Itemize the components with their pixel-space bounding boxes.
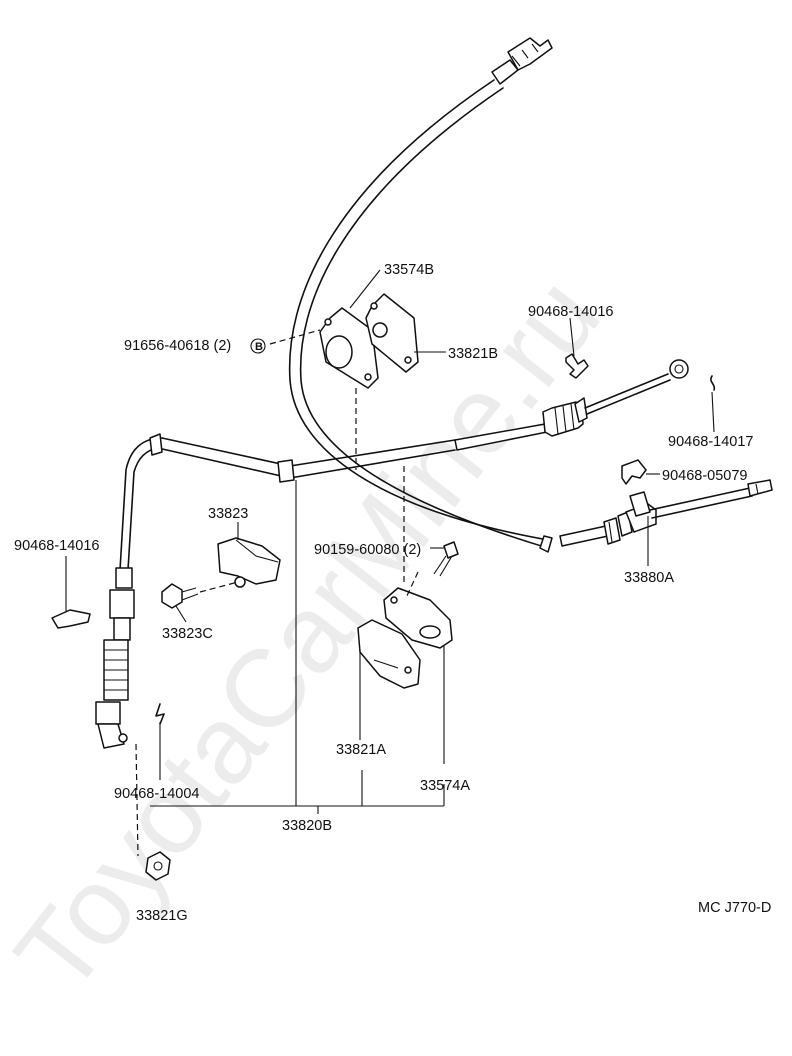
label-33821B: 33821B: [448, 346, 498, 362]
bracket-33821A: [357, 619, 421, 689]
label-90159-60080: 90159-60080 (2): [314, 542, 421, 558]
watermark: ToyotaCarMine.ru: [0, 255, 623, 1015]
label-33821G: 33821G: [136, 908, 188, 924]
figure-code: MC J770-D: [698, 900, 771, 916]
dashed-leaders: [135, 329, 419, 857]
circle-b-ring: [250, 338, 266, 354]
label-33880A: 33880A: [624, 570, 674, 586]
pin-90468-14017: [710, 375, 716, 391]
label-90468-14016-right: 90468-14016: [528, 304, 613, 320]
label-90468-14016-left: 90468-14016: [14, 538, 99, 554]
label-90468-14004: 90468-14004: [114, 786, 199, 802]
label-33574B: 33574B: [384, 262, 434, 278]
label-33821A: 33821A: [336, 742, 386, 758]
label-33574A: 33574A: [420, 778, 470, 794]
cable-33820B: [51, 433, 456, 749]
bracket-33574B: [319, 307, 379, 389]
label-33823C: 33823C: [162, 626, 213, 642]
circle-b-mark: B: [255, 341, 263, 353]
pin-90468-14004: [155, 703, 165, 725]
clip-90468-14016-left: [51, 609, 91, 629]
clip-90468-14016-right: [565, 353, 589, 379]
main-cable: [288, 37, 553, 553]
bolt-90159-60080: [433, 541, 459, 577]
cable-end-eye: [669, 359, 689, 379]
plate-33821B: [365, 293, 419, 373]
shift-cable-upper-right: [454, 353, 716, 451]
label-33820B: 33820B: [282, 818, 332, 834]
label-90468-05079: 90468-05079: [662, 468, 747, 484]
bolt-33823C: [161, 583, 199, 609]
label-33823: 33823: [208, 506, 248, 522]
clip-90468-05079: [621, 459, 647, 485]
leader-lines: [65, 269, 715, 814]
bracket-33823: [217, 537, 281, 588]
nut-33821G: [145, 851, 171, 881]
label-90468-14017: 90468-14017: [668, 434, 753, 450]
label-91656-40618: 91656-40618 (2): [124, 338, 231, 354]
